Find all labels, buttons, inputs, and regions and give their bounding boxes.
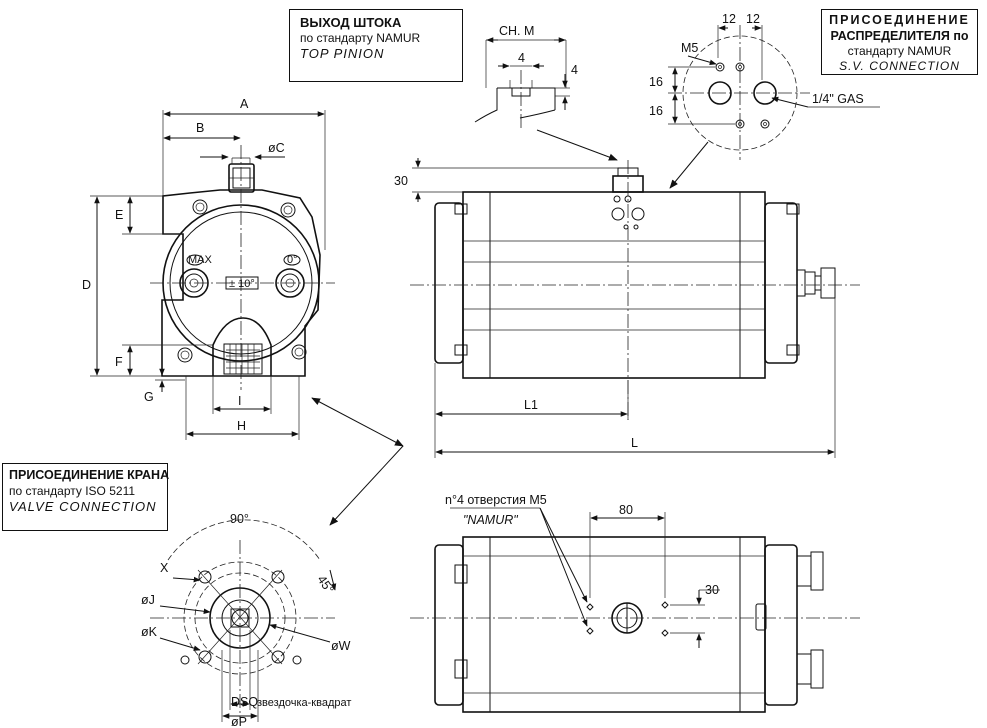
- dim-a: A: [240, 97, 249, 111]
- pm10-label: ± 10°: [229, 278, 255, 290]
- dim-30-bottom: 30: [705, 583, 719, 597]
- dim-x: X: [160, 561, 169, 575]
- m5-label: M5: [681, 41, 698, 55]
- four-depth: 4: [571, 63, 578, 77]
- bottom-view: n°4 отверстия M5 "NAMUR" 80 30: [410, 493, 860, 713]
- dim-l: L: [631, 436, 638, 450]
- holes-label: n°4 отверстия M5: [445, 493, 547, 507]
- max-label: MAX: [188, 254, 213, 266]
- dim-d: D: [82, 278, 91, 292]
- dim-w: øW: [331, 639, 351, 653]
- sixteen-bottom: 16: [649, 104, 663, 118]
- valve-connection-title-box: ПРИСОЕДИНЕНИЕ КРАНА по стандарту ISO 521…: [2, 463, 170, 531]
- top-pinion-title-box: ВЫХОД ШТОКА по стандарту NAMUR TOP PINIO…: [289, 9, 463, 82]
- angle-90: 90°: [230, 512, 249, 526]
- dim-j: øJ: [141, 593, 155, 607]
- front-view: A B øC D E F G H I MAX 0° ± 10°: [82, 97, 335, 440]
- four-width: 4: [518, 51, 525, 65]
- zero-label: 0°: [287, 254, 298, 266]
- namur-label: "NAMUR": [463, 513, 518, 527]
- top-pinion-line2: по стандарту NAMUR: [300, 31, 421, 46]
- top-pinion-detail: CH. M 4 4: [474, 24, 618, 161]
- dim-k: øK: [141, 625, 158, 639]
- valve-line2: по стандарту ISO 5211: [9, 483, 136, 498]
- gas-label: 1/4" GAS: [812, 92, 864, 106]
- dim-i: I: [238, 394, 241, 408]
- side-view: 30 L1 L: [394, 158, 860, 458]
- dim-l1: L1: [524, 398, 538, 412]
- twelve-right: 12: [746, 12, 760, 26]
- valve-line1: ПРИСОЕДИНЕНИЕ КРАНА: [9, 468, 170, 482]
- sv-connection-title-box: ПРИСОЕДИНЕНИЕ РАСПРЕДЕЛИТЕЛЯ по стандарт…: [821, 9, 978, 75]
- dim-30: 30: [394, 174, 408, 188]
- dim-p: øP: [231, 715, 247, 728]
- dim-dsq: DSQ: [231, 695, 258, 709]
- star-square-label: звездочка-квадрат: [257, 697, 351, 709]
- dim-f: F: [115, 355, 123, 369]
- sv-line2: РАСПРЕДЕЛИТЕЛЯ по: [830, 28, 969, 43]
- dim-c: øC: [268, 141, 285, 155]
- dim-e: E: [115, 208, 123, 222]
- valve-flange-detail: 90° 45° X øJ øK øW DSQ øP звездочка-квад…: [141, 397, 404, 728]
- sv-line3: стандарту NAMUR: [847, 44, 952, 59]
- dim-b: B: [196, 121, 204, 135]
- top-pinion-line3: TOP PINION: [300, 46, 385, 62]
- valve-line3: VALVE CONNECTION: [9, 498, 157, 514]
- sixteen-top: 16: [649, 75, 663, 89]
- angle-45: 45°: [314, 573, 336, 597]
- top-pinion-line1: ВЫХОД ШТОКА: [300, 15, 402, 30]
- dim-80: 80: [619, 503, 633, 517]
- ch-m-label: CH. M: [499, 24, 534, 38]
- dim-h: H: [237, 419, 246, 433]
- dim-g: G: [144, 390, 154, 404]
- twelve-left: 12: [722, 12, 736, 26]
- sv-line1: ПРИСОЕДИНЕНИЕ: [829, 13, 970, 27]
- sv-connection-detail: 12 12 M5 16 16 1/4" GAS: [649, 12, 880, 189]
- sv-line4: S.V. CONNECTION: [839, 59, 960, 74]
